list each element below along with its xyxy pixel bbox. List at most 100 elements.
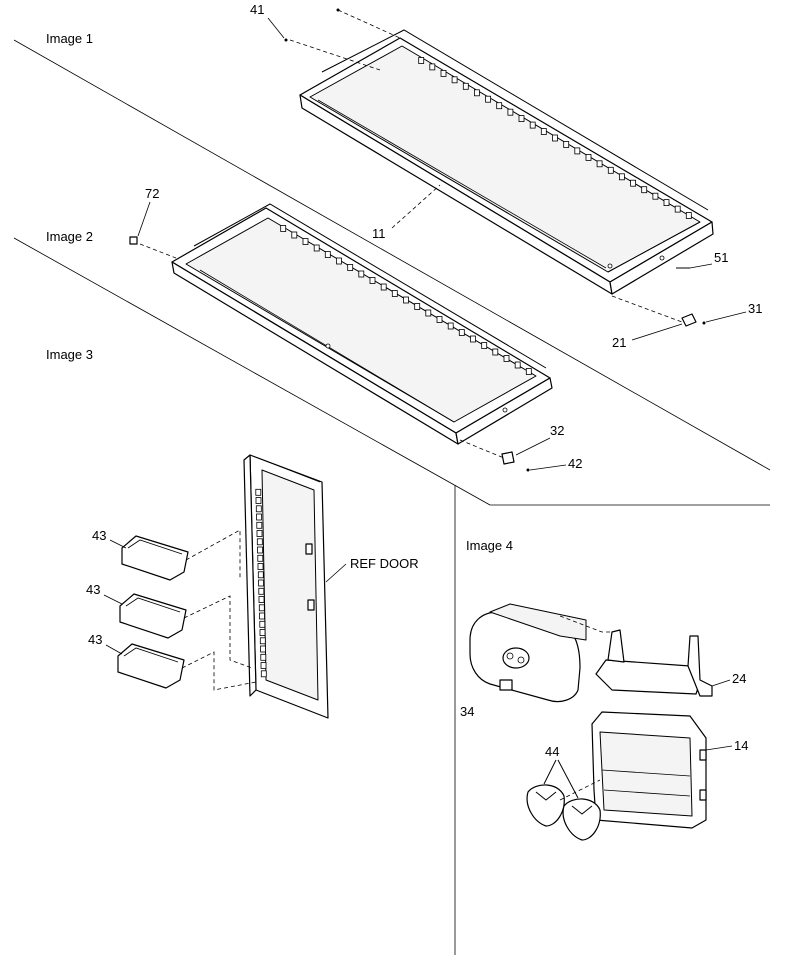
- assembly-path-bin-3: [181, 651, 257, 691]
- vent-slot: [619, 173, 625, 181]
- vent-slot: [255, 497, 262, 504]
- vent-slot: [514, 361, 521, 369]
- bin-body: [121, 535, 189, 581]
- callout-label-43-middle: 43: [86, 582, 100, 597]
- dispenser-bin-14: [591, 711, 707, 829]
- leader-14: [705, 745, 733, 751]
- vent-slot: [470, 335, 476, 343]
- bin-tab: [699, 789, 707, 801]
- vent-slot: [458, 329, 465, 336]
- vent-slot: [257, 563, 264, 570]
- bin-rim: [127, 539, 183, 555]
- flap-notch: [535, 791, 557, 801]
- vent-slot: [585, 153, 592, 161]
- vent-slot: [481, 342, 488, 349]
- vent-slot: [347, 264, 354, 271]
- frame-floor: [185, 217, 537, 423]
- vent-slot: [258, 604, 265, 612]
- screw-hole: [659, 255, 665, 261]
- vent-slot: [552, 134, 558, 142]
- screw-hole: [325, 343, 331, 349]
- frame-back-wall: [193, 203, 547, 369]
- divider-image2-image3: [13, 237, 491, 506]
- housing-outlet: [502, 647, 530, 669]
- screw-41: [284, 38, 288, 42]
- leader-41: [267, 17, 285, 39]
- leader-31: [705, 311, 747, 323]
- callout-label-21: 21: [612, 335, 626, 350]
- vent-slot: [313, 244, 320, 252]
- vent-slot: [259, 629, 266, 636]
- bin-body: [119, 593, 187, 639]
- bin-shelf: [603, 789, 691, 797]
- ref-door-edge: [243, 454, 257, 697]
- bracket-base: [595, 659, 701, 695]
- dispenser-bracket-24: [595, 629, 713, 697]
- divider-image1-image2: [13, 39, 771, 471]
- section-label-image-3: Image 3: [46, 347, 93, 362]
- vent-slot: [260, 653, 267, 661]
- assembly-path-bin-1: [185, 529, 241, 580]
- callout-label-ref-door: REF DOOR: [350, 556, 419, 571]
- leader-44-left: [543, 759, 557, 785]
- leader-41-dash: [289, 39, 381, 71]
- bin-opening: [599, 731, 693, 817]
- pan-vent-slots: [418, 57, 692, 219]
- leader-24: [711, 679, 731, 687]
- door-bin-43-bottom: [117, 643, 185, 689]
- door-bin-slots: [255, 488, 267, 678]
- callout-label-14: 14: [734, 738, 748, 753]
- pan-back-wall: [321, 29, 709, 211]
- vent-slot: [529, 121, 536, 129]
- assembly-path-51: [611, 295, 691, 326]
- outlet-hole: [517, 656, 525, 664]
- callout-label-32: 32: [550, 423, 564, 438]
- section-label-image-1: Image 1: [46, 31, 93, 46]
- callout-label-72: 72: [145, 186, 159, 201]
- vent-slot: [507, 108, 514, 116]
- vent-slot: [257, 554, 264, 562]
- leader-41-dash-2: [337, 9, 401, 39]
- assembly-path-44: [559, 779, 601, 801]
- vent-slot: [258, 587, 265, 595]
- vent-slot: [485, 95, 492, 103]
- vent-slot: [255, 488, 262, 496]
- pan-inner-side: [607, 221, 701, 273]
- vent-slot: [291, 231, 298, 239]
- vent-slot: [436, 316, 443, 323]
- bin-rim: [123, 647, 179, 663]
- vent-slot: [652, 192, 659, 200]
- frame-vent-slots: [280, 225, 532, 375]
- vent-slot: [414, 303, 421, 310]
- vent-slot: [518, 115, 525, 122]
- assembly-path-24: [559, 615, 612, 633]
- vent-slot: [256, 513, 262, 521]
- door-bin-43-middle: [119, 593, 187, 639]
- vent-slot: [258, 596, 265, 603]
- vent-slot: [685, 212, 692, 219]
- vent-slot: [462, 82, 469, 90]
- vent-slot: [260, 662, 267, 669]
- vent-slot: [336, 257, 342, 265]
- flap-44-left: [526, 784, 565, 827]
- door-tab: [307, 599, 315, 611]
- leader-51: [689, 263, 713, 269]
- door-tab: [305, 543, 313, 555]
- vent-slot: [674, 205, 681, 213]
- bracket-32: [501, 451, 515, 465]
- vent-slot: [663, 199, 670, 207]
- callout-label-44: 44: [545, 744, 559, 759]
- screw-hole: [607, 263, 613, 269]
- vent-slot: [403, 296, 409, 304]
- vent-slot: [425, 309, 432, 317]
- callout-72: 72: [129, 186, 177, 259]
- vent-slot: [257, 571, 264, 579]
- outlet-hole: [506, 652, 514, 660]
- callout-41: 41: [250, 2, 401, 71]
- callout-32-42: 32 42: [459, 423, 582, 472]
- leader-43-middle: [103, 594, 123, 605]
- callout-label-43-top: 43: [92, 528, 106, 543]
- callout-label-43-bottom: 43: [88, 632, 102, 647]
- callout-label-41: 41: [250, 2, 264, 17]
- section-label-image-4: Image 4: [466, 538, 513, 553]
